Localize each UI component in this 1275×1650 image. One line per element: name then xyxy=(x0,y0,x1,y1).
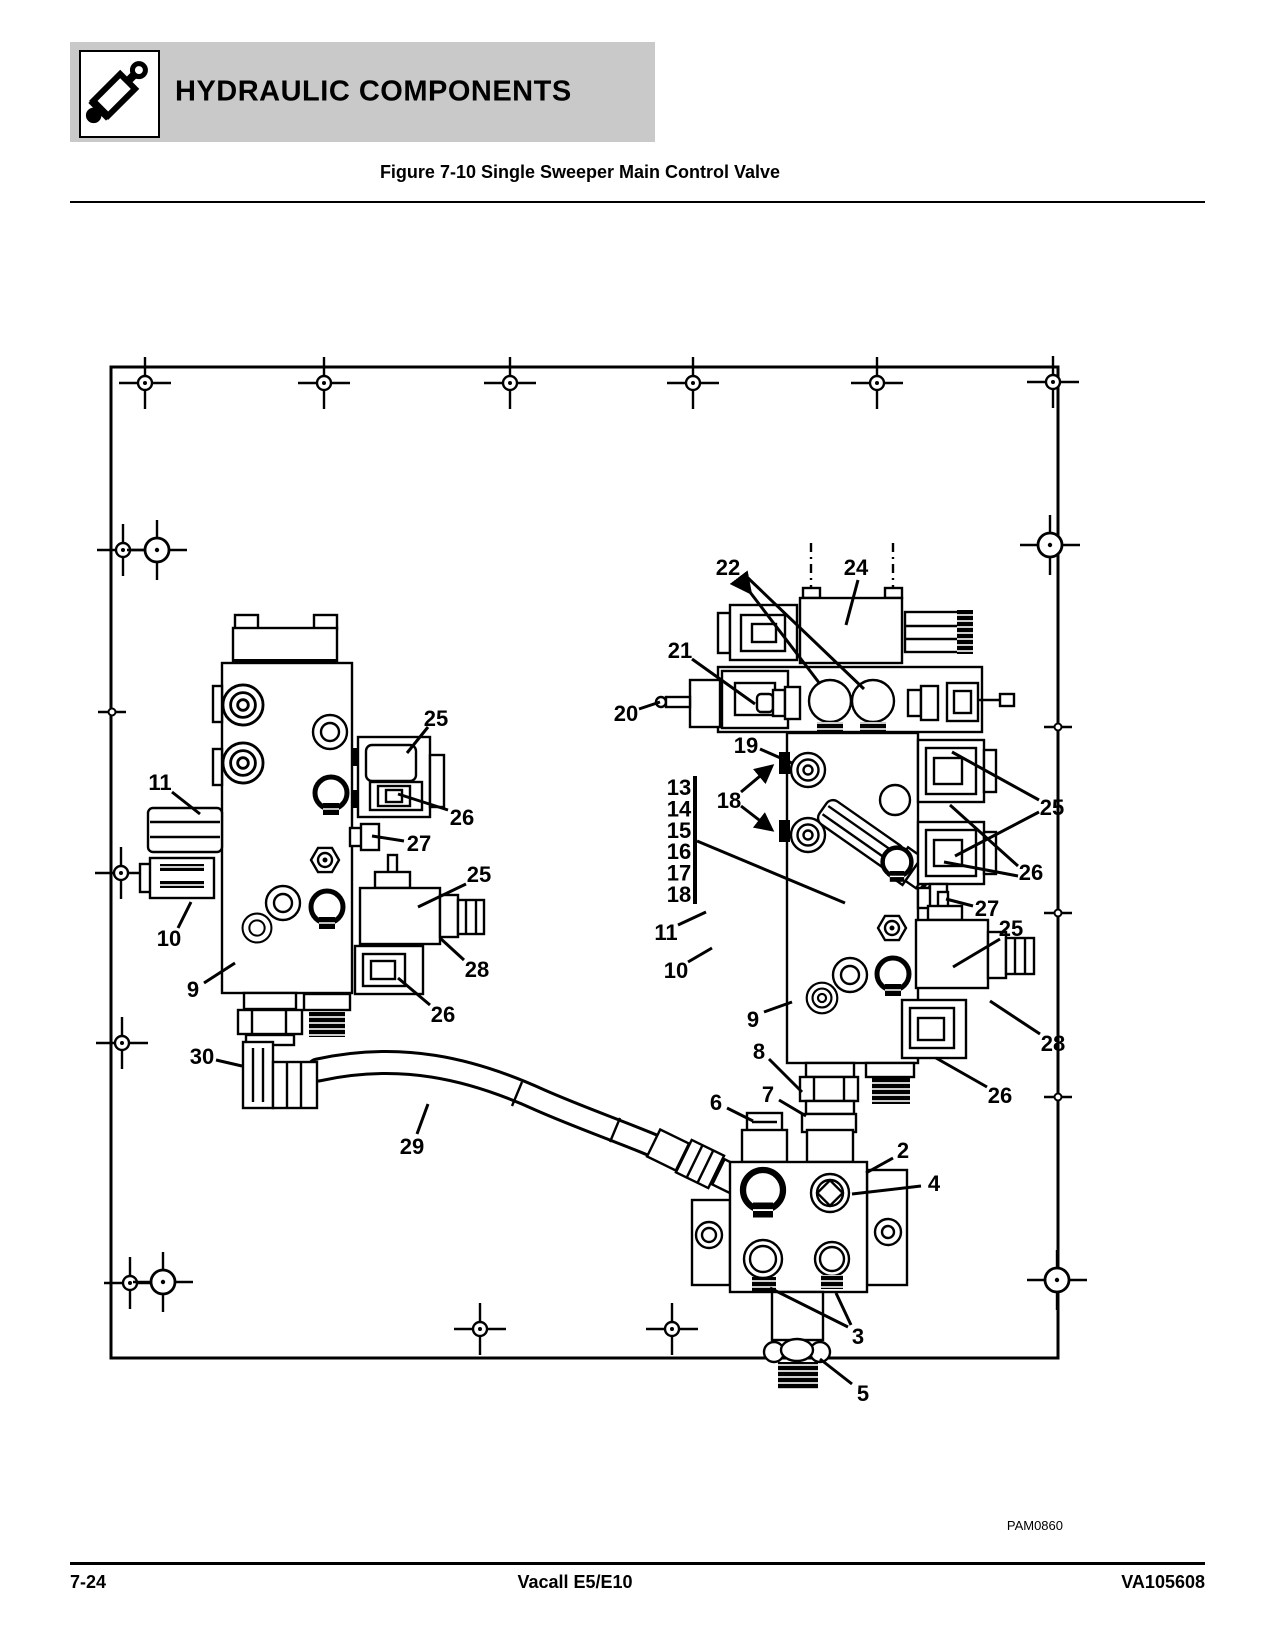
mounting-plate xyxy=(109,365,1060,1360)
callout-leader xyxy=(935,1056,988,1089)
callout-label: 6 xyxy=(710,1090,722,1115)
hose-assembly xyxy=(305,1050,752,1199)
right-valve-assembly xyxy=(654,543,1036,1134)
callout-label: 7 xyxy=(762,1082,774,1107)
callout-leader xyxy=(951,750,1040,802)
hydraulic-cylinder-icon xyxy=(79,50,160,138)
callout-label: 22 xyxy=(716,555,740,580)
callout-leader xyxy=(851,1184,922,1196)
callout-leader xyxy=(726,1106,754,1123)
callout-label: 25 xyxy=(1040,795,1064,820)
callout-label: 10 xyxy=(157,926,181,951)
bracket-item-label: 13 xyxy=(667,775,691,800)
callout-label: 11 xyxy=(148,770,171,795)
callout-leader xyxy=(778,1098,807,1118)
callout-leader xyxy=(740,764,775,794)
callout-label: 4 xyxy=(928,1171,941,1196)
callout-leader xyxy=(438,936,466,962)
callout-label: 3 xyxy=(852,1324,864,1349)
bracket-item-label: 17 xyxy=(667,861,691,886)
footer-rule xyxy=(70,1562,1205,1565)
callout-leader xyxy=(371,834,405,843)
bracket-item-label: 18 xyxy=(667,882,691,907)
callout-label: 9 xyxy=(747,1007,759,1032)
callout-label: 11 xyxy=(654,920,677,945)
callout-label: 27 xyxy=(975,896,999,921)
bracket-item-label: 16 xyxy=(667,839,691,864)
callout-leader xyxy=(740,804,775,832)
callout-label: 8 xyxy=(753,1039,765,1064)
callout-leader xyxy=(687,946,713,964)
callout-leader xyxy=(948,803,1020,868)
callout-label: 10 xyxy=(664,958,688,983)
callout-leader xyxy=(417,882,467,909)
figure-caption: Figure 7-10 Single Sweeper Main Control … xyxy=(379,162,781,182)
callout-leader xyxy=(215,1058,243,1068)
callout-leader xyxy=(203,961,236,985)
callout-leader xyxy=(819,1357,853,1386)
callout-label: 25 xyxy=(467,862,491,887)
callout-label: 25 xyxy=(424,706,448,731)
callout-leader xyxy=(763,1000,793,1014)
callout-label: 27 xyxy=(407,831,431,856)
callout-leader xyxy=(176,901,193,929)
callout-leader xyxy=(397,976,431,1007)
callout-leader xyxy=(397,792,449,812)
callout-leader xyxy=(945,897,974,908)
callout-leader xyxy=(638,700,661,711)
callout-leader xyxy=(943,860,1019,878)
bracket-leader xyxy=(696,839,846,905)
image-code: PAM0860 xyxy=(1006,1518,1063,1533)
callout-leader xyxy=(691,657,756,706)
callout-label: 9 xyxy=(187,977,199,1002)
footer-model: Vacall E5/E10 xyxy=(517,1572,633,1592)
page-title: HYDRAULIC COMPONENTS xyxy=(175,75,572,108)
left-valve-assembly xyxy=(138,613,486,1110)
callout-leader xyxy=(746,576,866,691)
callout-leader xyxy=(729,570,822,685)
callout-label: 18 xyxy=(717,788,741,813)
callout-leader xyxy=(865,1156,894,1175)
callout-label: 24 xyxy=(844,555,869,580)
callout-label: 30 xyxy=(190,1044,214,1069)
callout-label: 5 xyxy=(857,1381,869,1406)
callout-leader xyxy=(415,1103,430,1135)
bracket-item-label: 14 xyxy=(667,796,692,821)
callout-label: 26 xyxy=(988,1083,1012,1108)
callout-leader xyxy=(759,747,793,765)
footer-page-number: 7-24 xyxy=(70,1572,107,1592)
footer-doc-number: VA105608 xyxy=(1121,1572,1205,1592)
callout-label: 2 xyxy=(897,1138,909,1163)
callout-leader xyxy=(405,726,430,754)
callout-label: 28 xyxy=(1041,1031,1065,1056)
callout-label: 29 xyxy=(400,1134,424,1159)
caption-rule xyxy=(70,201,1205,203)
callout-leader xyxy=(952,937,1001,969)
callout-leader xyxy=(834,1292,853,1326)
callout-leader xyxy=(767,1057,804,1094)
callout-leader xyxy=(989,999,1041,1036)
callout-label: 28 xyxy=(465,957,489,982)
callout-label: 21 xyxy=(668,638,692,663)
callout-label: 26 xyxy=(450,805,474,830)
callout-label: 26 xyxy=(1019,860,1043,885)
callout-label: 25 xyxy=(999,916,1023,941)
callout-label: 19 xyxy=(734,733,758,758)
callout-label: 26 xyxy=(431,1002,455,1027)
section-banner: HYDRAULIC COMPONENTS xyxy=(70,42,655,142)
callout-leader xyxy=(171,790,201,816)
bottom-valve-assembly xyxy=(690,1111,909,1389)
bracket-item-label: 15 xyxy=(667,818,691,843)
callout-leader xyxy=(677,910,707,927)
callout-leader xyxy=(769,1286,849,1329)
callout-leader xyxy=(954,810,1040,858)
callout-leader xyxy=(844,579,860,626)
callout-label: 20 xyxy=(614,701,638,726)
